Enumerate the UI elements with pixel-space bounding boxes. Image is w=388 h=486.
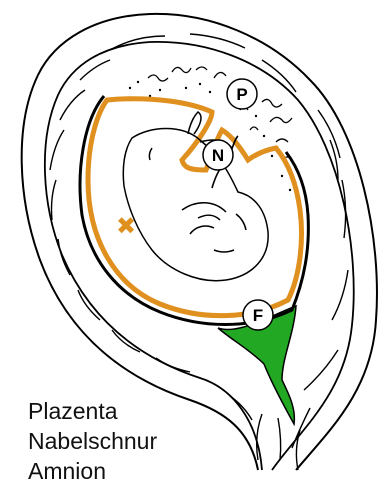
legend-item-plazenta: Plazenta	[28, 396, 157, 426]
amnion-cross-marker: ✖	[116, 212, 136, 240]
marker-n-label: N	[212, 146, 224, 165]
marker-p-label: P	[236, 85, 247, 104]
legend: Plazenta Nabelschnur Amnion	[28, 396, 157, 486]
marker-n: N	[203, 140, 233, 170]
legend-item-nabelschnur: Nabelschnur	[28, 426, 157, 456]
marker-f: F	[243, 300, 273, 330]
amnion-layer	[88, 99, 302, 316]
chorion-line	[80, 96, 308, 325]
fetus	[123, 112, 268, 281]
marker-f-label: F	[253, 306, 263, 325]
marker-p: P	[227, 79, 257, 109]
